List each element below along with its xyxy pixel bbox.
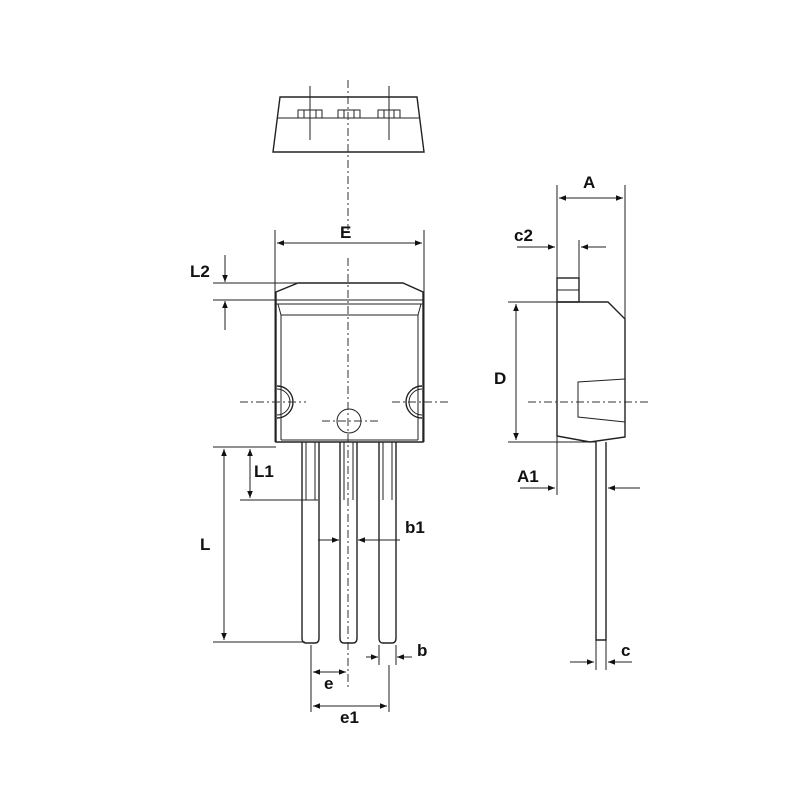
dim-label-L2: L2 [190, 262, 210, 281]
dim-label-c2: c2 [514, 226, 533, 245]
dim-label-E: E [340, 223, 351, 242]
side-body [556, 301, 626, 443]
dim-label-e: e [324, 674, 333, 693]
leads [301, 442, 397, 644]
dim-label-c: c [621, 641, 630, 660]
dim-label-A1: A1 [517, 467, 539, 486]
lead-pads [297, 86, 401, 140]
right-notch [405, 385, 423, 419]
side-view [508, 185, 648, 670]
dim-label-b1: b1 [405, 518, 425, 537]
dim-label-L1: L1 [254, 462, 274, 481]
front-view [213, 230, 448, 712]
dim-label-D: D [494, 369, 506, 388]
side-lead [595, 442, 607, 641]
dim-label-L: L [200, 535, 210, 554]
top-view [272, 80, 425, 230]
dim-label-e1: e1 [340, 708, 359, 727]
dim-label-A: A [583, 173, 595, 192]
dim-label-b: b [417, 641, 427, 660]
